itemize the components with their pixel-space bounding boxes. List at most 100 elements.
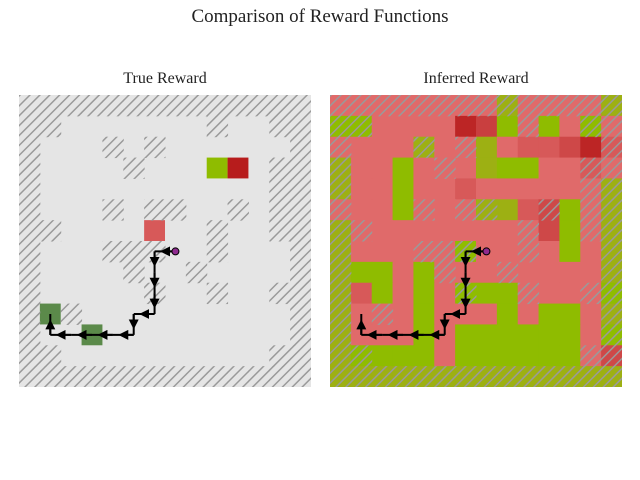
wall-cell [123,95,145,117]
wall-cell [434,157,456,179]
reward-cell [559,136,581,159]
wall-cell [290,178,311,200]
reward-cell [206,157,228,179]
wall-cell [601,241,622,263]
reward-cell [517,178,540,200]
wall-cell [81,95,103,117]
wall-cell [601,366,622,387]
reward-cell [559,157,581,179]
wall-cell [455,136,477,159]
reward-cell [413,282,435,305]
reward-cell [392,178,414,200]
wall-cell [290,241,311,263]
reward-cell [434,178,456,200]
wall-cell [269,95,291,117]
reward-cell [496,324,519,346]
wall-cell [580,178,602,200]
wall-cell [19,115,41,138]
reward-cell [413,157,435,179]
wall-cell [206,282,229,305]
wall-cell [330,241,352,263]
reward-cell [371,115,394,138]
wall-cell [580,345,602,367]
start-marker [482,247,491,256]
wall-cell [496,95,519,117]
reward-cell [538,261,560,284]
wall-cell [496,366,519,387]
wall-cell [269,199,291,221]
wall-cell [185,95,208,117]
reward-cell [392,136,414,159]
reward-cell [476,115,498,138]
wall-cell [102,136,124,159]
wall-cell [81,366,103,387]
wall-cell [39,220,62,242]
wall-cell [248,366,270,387]
wall-cell [290,199,311,221]
reward-cell [413,115,435,138]
wall-cell [19,95,41,117]
wall-cell [517,366,540,387]
reward-cell [434,220,456,242]
wall-cell [601,220,622,242]
wall-cell [434,366,456,387]
reward-cell [517,303,540,325]
reward-cell [538,136,560,159]
wall-cell [580,282,602,305]
wall-cell [290,115,311,138]
reward-cell [434,282,456,305]
wall-cell [350,366,373,387]
reward-cell [538,115,560,138]
wall-cell [248,95,270,117]
wall-cell [580,199,602,221]
wall-cell [392,366,414,387]
wall-cell [19,366,41,387]
wall-cell [123,366,145,387]
wall-cell [434,261,456,284]
wall-cell [330,345,352,367]
reward-cell [455,303,477,325]
reward-cell [434,324,456,346]
wall-cell [144,366,166,387]
wall-cell [601,95,622,117]
reward-cell [455,178,477,200]
wall-cell [269,157,291,179]
wall-cell [290,157,311,179]
reward-cell [580,324,602,346]
wall-cell [269,115,291,138]
wall-cell [290,220,311,242]
reward-cell [455,345,477,367]
wall-cell [580,95,602,117]
reward-cell [559,261,581,284]
wall-cell [455,366,477,387]
reward-cell [455,157,477,179]
reward-cell [392,303,414,325]
reward-cell [227,157,249,179]
wall-cell [580,157,602,179]
wall-cell [330,178,352,200]
wall-cell [601,136,622,159]
wall-cell [19,136,41,159]
wall-cell [60,95,83,117]
wall-cell [392,95,414,117]
wall-cell [144,95,166,117]
wall-cell [455,95,477,117]
wall-cell [434,241,456,263]
reward-cell [455,324,477,346]
wall-cell [350,95,373,117]
wall-cell [123,261,145,284]
reward-cell [371,261,394,284]
wall-cell [330,303,352,325]
reward-cell [496,136,519,159]
inferred-reward-grid [330,95,622,387]
wall-cell [517,95,540,117]
reward-cell [476,220,498,242]
reward-cell [371,282,394,305]
wall-cell [371,366,394,387]
wall-cell [580,115,602,138]
wall-cell [165,366,187,387]
reward-cell [392,199,414,221]
wall-cell [496,261,519,284]
wall-cell [559,95,581,117]
wall-cell [517,241,540,263]
